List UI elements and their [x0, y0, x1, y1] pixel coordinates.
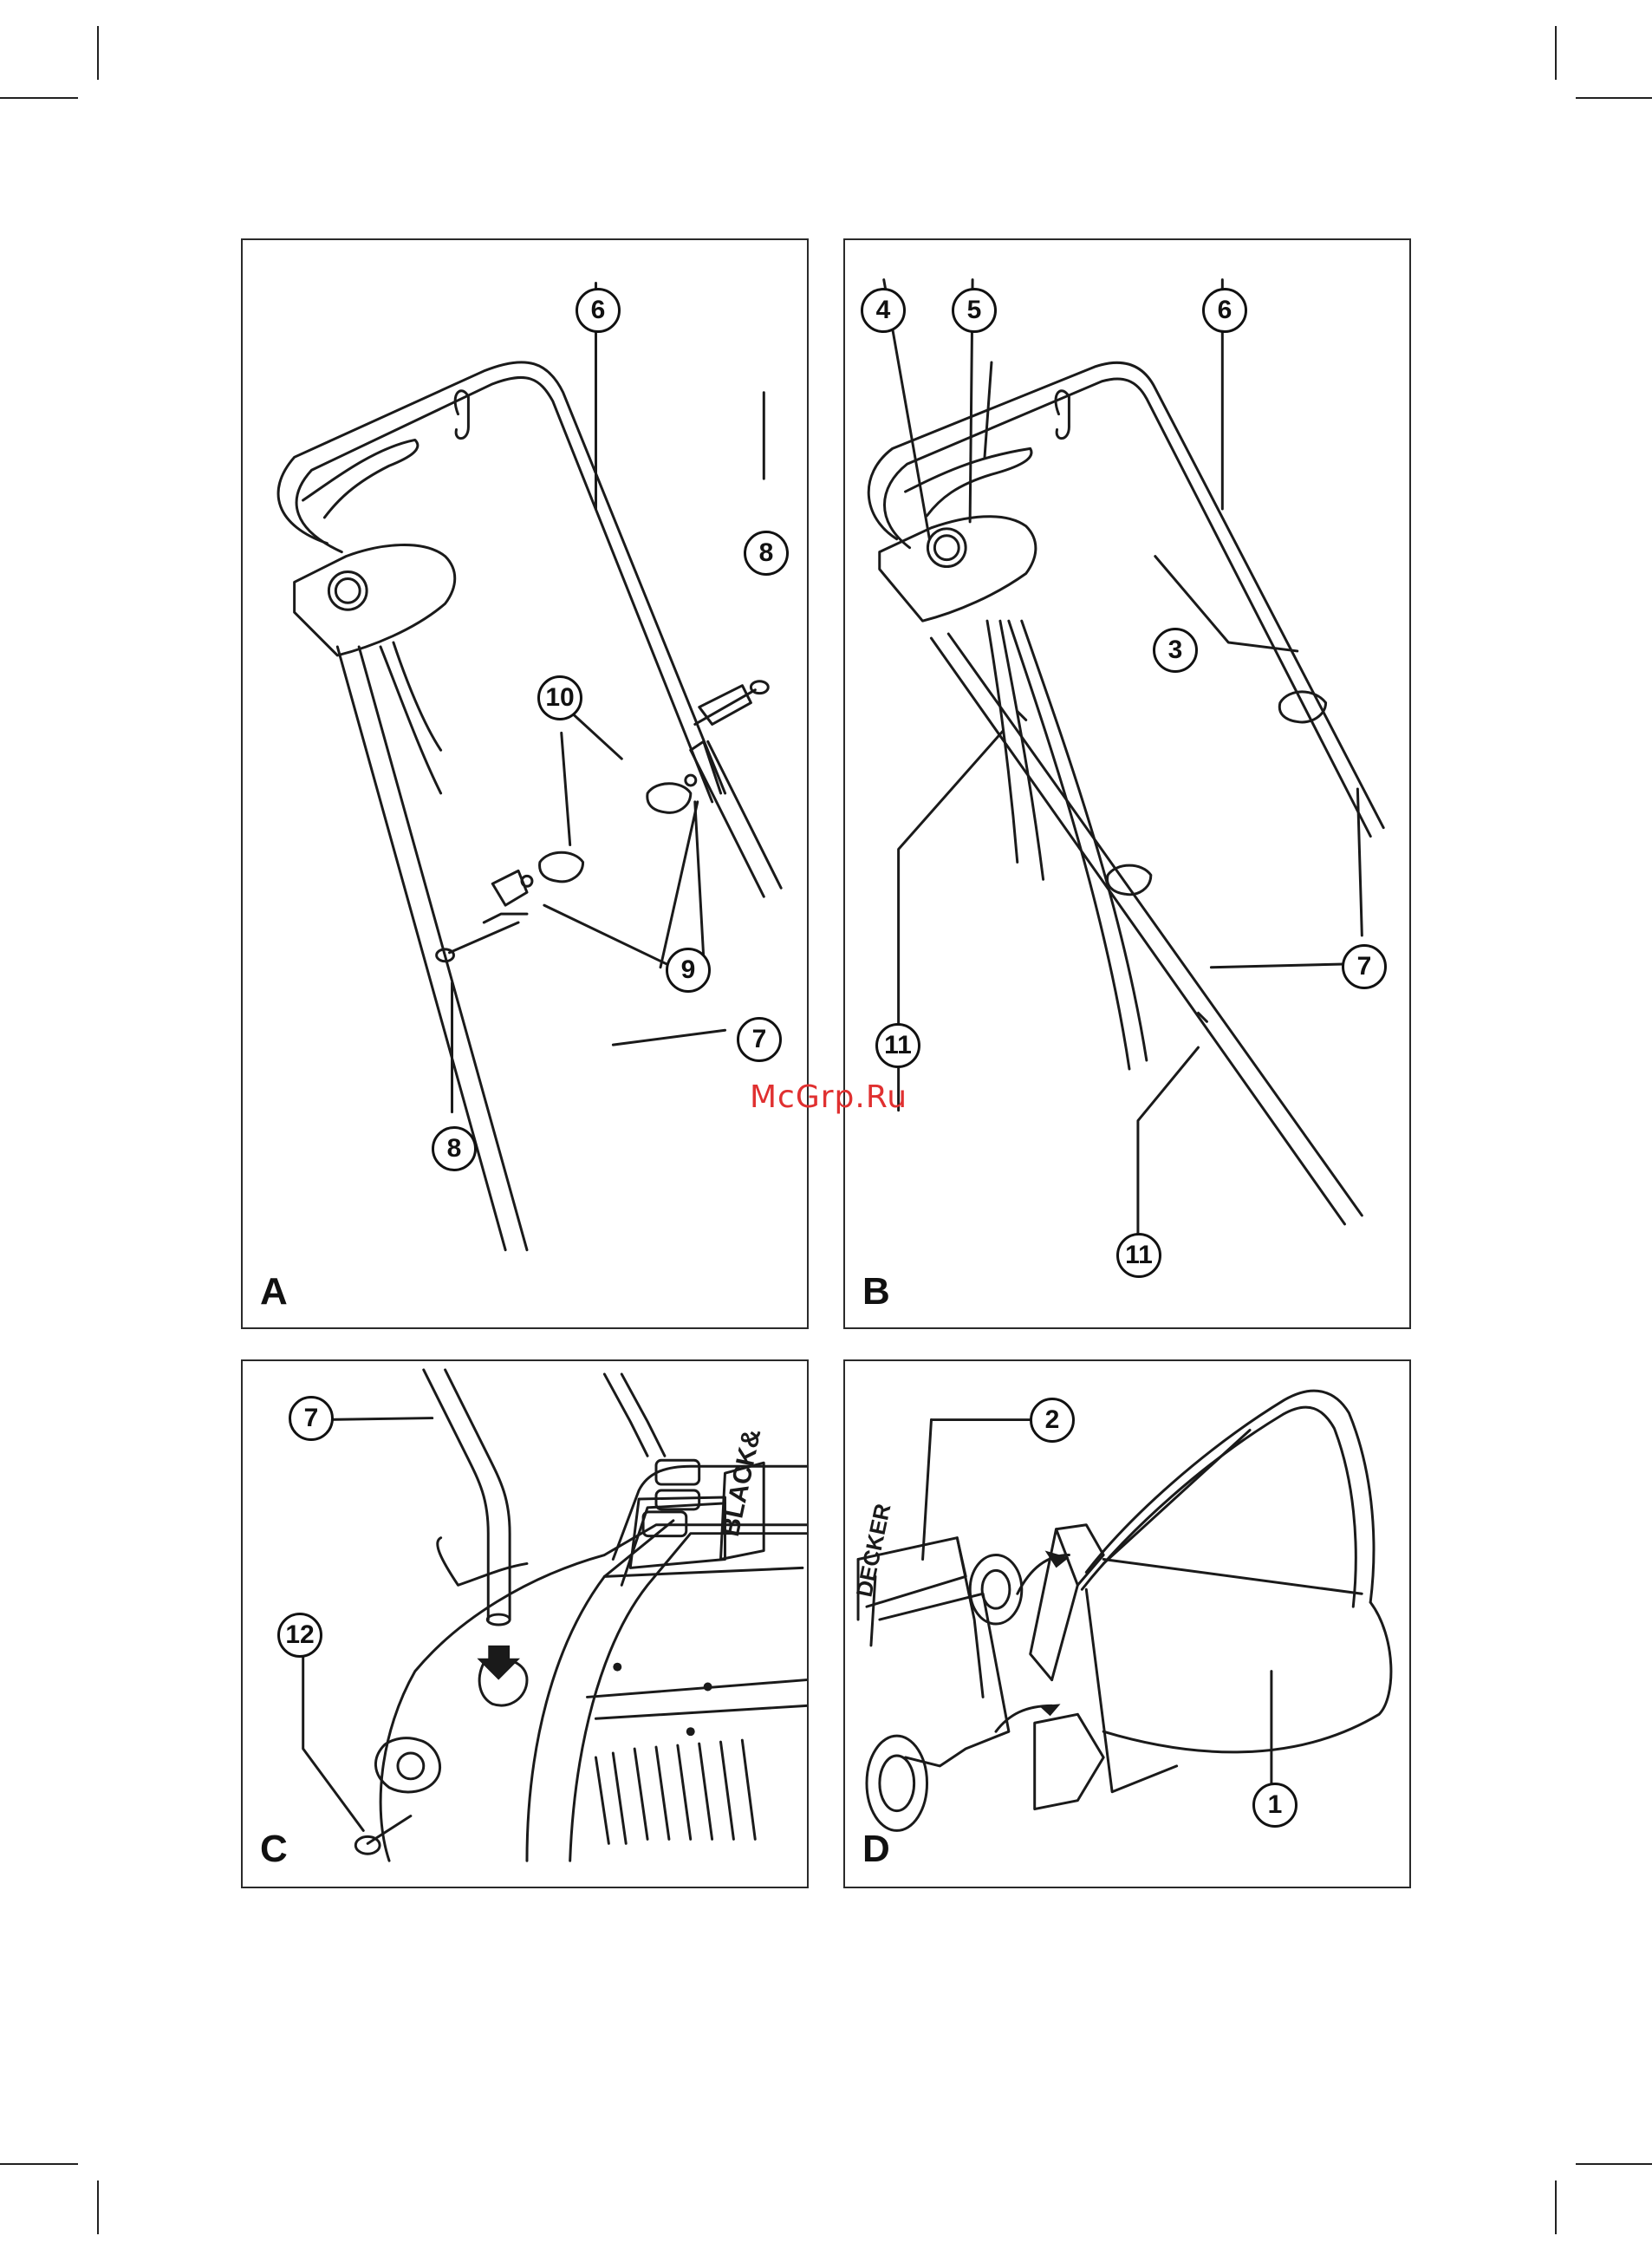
figure-panel-d: DECKER 2 1 D: [843, 1359, 1411, 1888]
figure-panel-a: 6 8 10 9 7 8 A: [241, 238, 809, 1329]
callout-4: 4: [861, 288, 906, 333]
panel-letter-b: B: [862, 1270, 890, 1314]
callout-8-bottom: 8: [432, 1126, 477, 1171]
crop-mark: [0, 97, 78, 99]
callout-3: 3: [1153, 628, 1198, 673]
switch-cable-drawing: [845, 240, 1409, 1327]
callout-5: 5: [952, 288, 997, 333]
figure-panel-c: BLACK& 7 12 C: [241, 1359, 809, 1888]
callout-8-top: 8: [744, 531, 789, 576]
callout-2: 2: [1030, 1398, 1075, 1443]
grass-box-drawing: DECKER: [845, 1361, 1409, 1887]
brand-text-d: DECKER: [852, 1502, 895, 1600]
callout-1: 1: [1252, 1783, 1298, 1828]
callout-9: 9: [666, 948, 711, 993]
callout-7: 7: [737, 1017, 782, 1062]
handle-assembly-drawing: [243, 240, 807, 1327]
callout-11-bottom: 11: [1116, 1233, 1161, 1278]
crop-mark: [0, 2163, 78, 2165]
crop-mark: [1576, 2163, 1652, 2165]
callout-11-left: 11: [875, 1023, 920, 1068]
callout-6: 6: [1202, 288, 1247, 333]
panel-letter-d: D: [862, 1828, 890, 1871]
crop-mark: [97, 2181, 99, 2234]
callout-10: 10: [537, 675, 582, 720]
handle-insertion-drawing: BLACK&: [243, 1361, 807, 1887]
panel-letter-c: C: [260, 1828, 288, 1871]
crop-mark: [1555, 26, 1557, 80]
watermark-text: McGrp.Ru: [750, 1079, 907, 1115]
callout-6: 6: [576, 288, 621, 333]
figure-panel-b: 4 5 6 3 11 7 11 B: [843, 238, 1411, 1329]
crop-mark: [97, 26, 99, 80]
crop-mark: [1576, 97, 1652, 99]
callout-7: 7: [289, 1396, 334, 1441]
crop-mark: [1555, 2181, 1557, 2234]
callout-12: 12: [277, 1613, 322, 1658]
callout-7: 7: [1342, 944, 1387, 989]
panel-letter-a: A: [260, 1270, 288, 1314]
